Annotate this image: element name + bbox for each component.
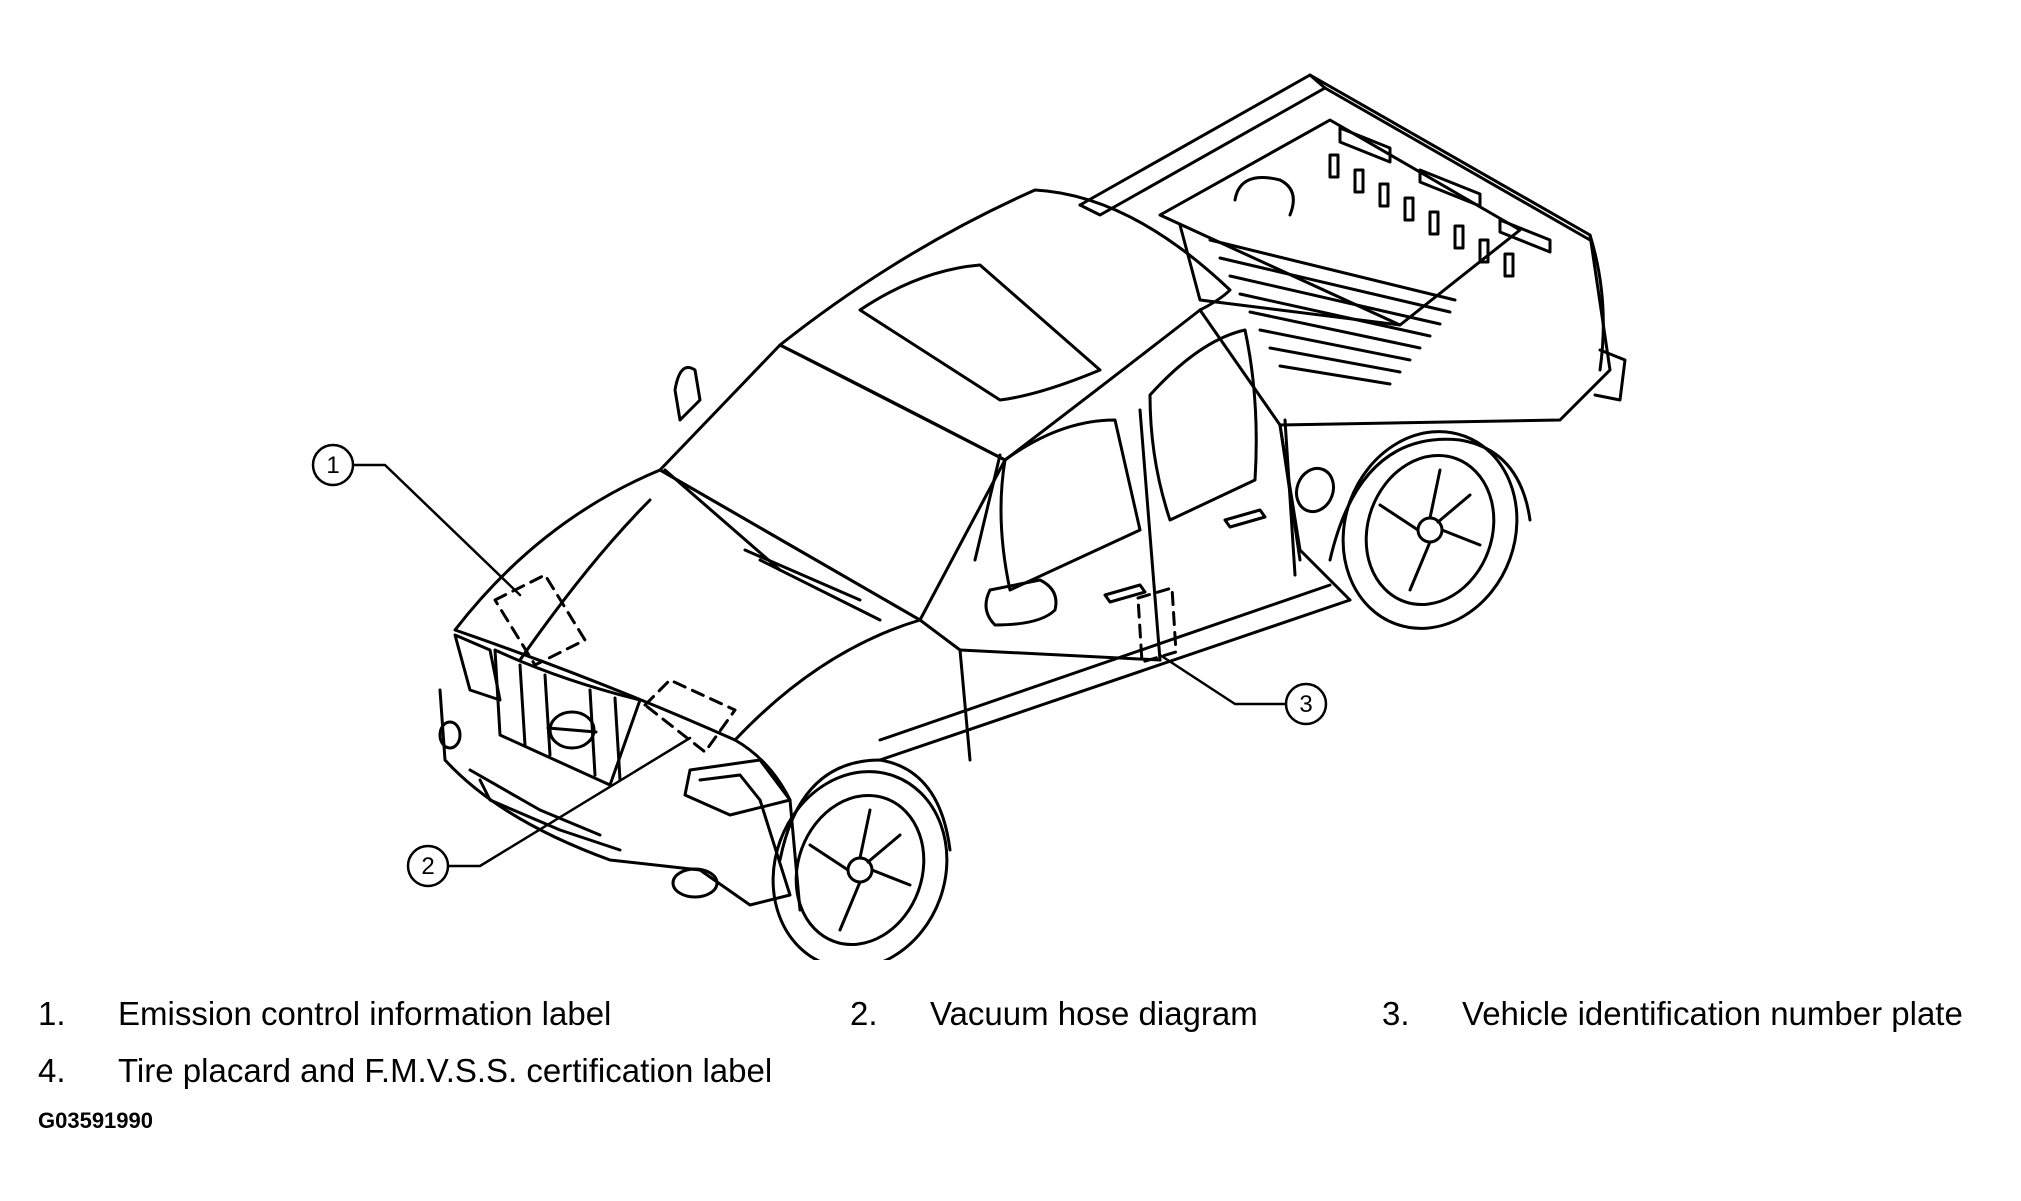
figure-code: G03591990	[38, 1108, 153, 1133]
emission-label-location	[493, 573, 587, 667]
callout-1-number: 1	[326, 452, 339, 479]
legend-item-text: Vehicle identification number plate	[1462, 995, 1963, 1032]
legend-item-text: Emission control information label	[118, 995, 612, 1032]
legend-item-text: Tire placard and F.M.V.S.S. certificatio…	[118, 1052, 773, 1089]
legend-item-number: 2.	[850, 995, 878, 1032]
legend-item-number: 3.	[1382, 995, 1410, 1032]
front-wheel	[771, 758, 952, 960]
vin-plate-location	[1136, 586, 1178, 664]
callout-3-circle	[1284, 682, 1328, 726]
cab	[658, 188, 1352, 762]
vacuum-hose-diagram-location	[643, 678, 737, 754]
callout-3-number: 3	[1299, 691, 1312, 718]
legend-item-text: Vacuum hose diagram	[930, 995, 1258, 1032]
callout-1-circle	[311, 443, 355, 487]
pickup-truck-illustration: 1 2 3	[311, 73, 1627, 960]
legend-item-number: 4.	[38, 1052, 66, 1089]
leader-lines	[352, 463, 1288, 868]
legend-item-number: 1.	[38, 995, 66, 1032]
label-location-markers	[493, 573, 1178, 754]
truck-bed	[1078, 73, 1627, 602]
callout-2-number: 2	[421, 853, 434, 880]
rear-wheel	[1294, 430, 1532, 630]
front-end	[438, 468, 972, 912]
callout-2-circle	[406, 844, 450, 888]
